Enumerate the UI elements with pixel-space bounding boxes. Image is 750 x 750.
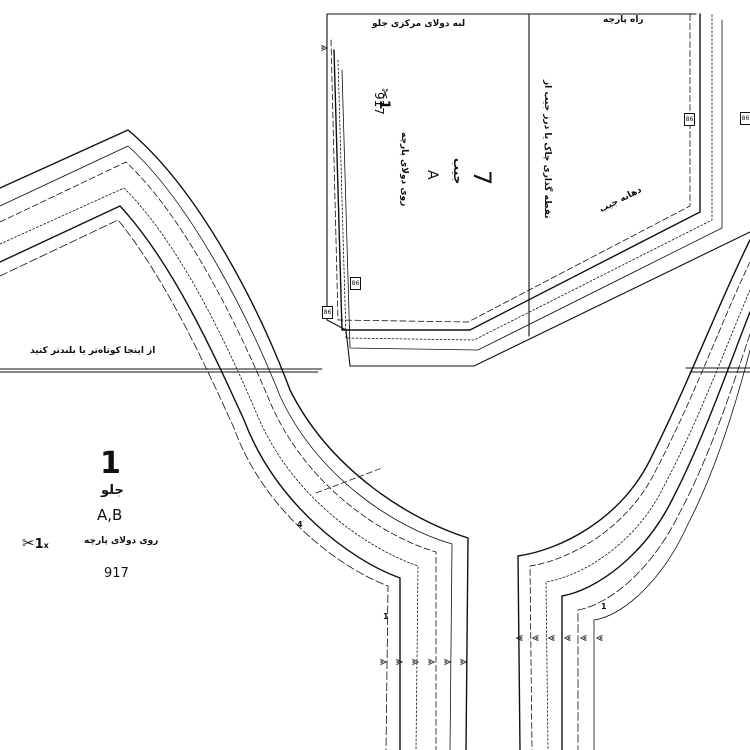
pocket-center-fold-label: لبه دولای مرکزی جلو [372,19,466,29]
clip-icon: ⪡ [532,630,539,644]
clip-icon: ⪡ [516,630,523,644]
pocket-clip-icon: ⪢ [321,40,328,54]
pocket-fabric-side: روی دولای پارچه [399,132,409,207]
front-piece-notch-label-1: 1 [383,612,389,621]
right-hem-clips: ⪡ ⪡ ⪡ ⪡ ⪡ ⪡ [516,630,616,654]
pocket-sizes: A [424,170,440,180]
clip-icon: ⪢ [412,654,419,668]
front-piece-fabric-side: روی دولای پارچه [84,536,159,546]
pocket-size-tag: 86 [684,113,695,126]
right-piece-notch-label-1: 1 [601,602,607,611]
pocket-name: جیب [451,158,465,185]
right-piece-lines [517,239,750,750]
pocket-model-code: 917 [372,92,386,115]
pocket-side-note: نقطه گذاری چاک یا درز جیب از [542,80,552,219]
clip-icon: ⪡ [580,630,587,644]
front-piece-model-code: 917 [104,566,129,581]
lengthen-shorten-line [0,368,323,373]
front-piece-cut-instruction: ✂1x [22,534,49,552]
pocket-outline [326,13,750,367]
front-hem-clips: ⪢ ⪢ ⪢ ⪢ ⪢ ⪢ [380,654,470,678]
front-piece-cut-count: 1 [34,537,44,552]
pocket-size-tag: 86 [322,306,333,319]
front-piece-seam-lines [0,145,453,750]
clip-icon: ⪢ [460,654,467,668]
shorten-lengthen-note: از اینجا کوتاه‌تر یا بلندتر کنید [30,346,156,356]
clip-icon: ⪢ [444,654,451,668]
clip-icon: ⪢ [380,654,387,668]
clip-icon: ⪢ [396,654,403,668]
right-piece-size-tag: 86 [740,112,750,125]
front-piece-cut-line [0,129,469,750]
front-piece-name: جلو [101,483,124,498]
front-piece-sizes: A,B [97,506,123,524]
clip-icon: ⪡ [548,630,555,644]
scissors-icon: ✂ [22,534,35,552]
front-piece-grainline [315,467,383,494]
pocket-number: 7 [468,170,496,186]
pocket-grain-label: راه پارچه [603,15,644,25]
pocket-seam-lines [330,13,723,351]
front-piece-cut-multiplier: x [43,541,49,550]
right-piece-shorten-line [685,367,750,373]
clip-icon: ⪢ [428,654,435,668]
front-piece-notch-label-4: 4 [297,520,303,529]
clip-icon: ⪡ [564,630,571,644]
pocket-size-tag: 86 [350,277,361,290]
clip-icon: ⪡ [596,630,603,644]
front-piece-number: 1 [100,446,121,481]
